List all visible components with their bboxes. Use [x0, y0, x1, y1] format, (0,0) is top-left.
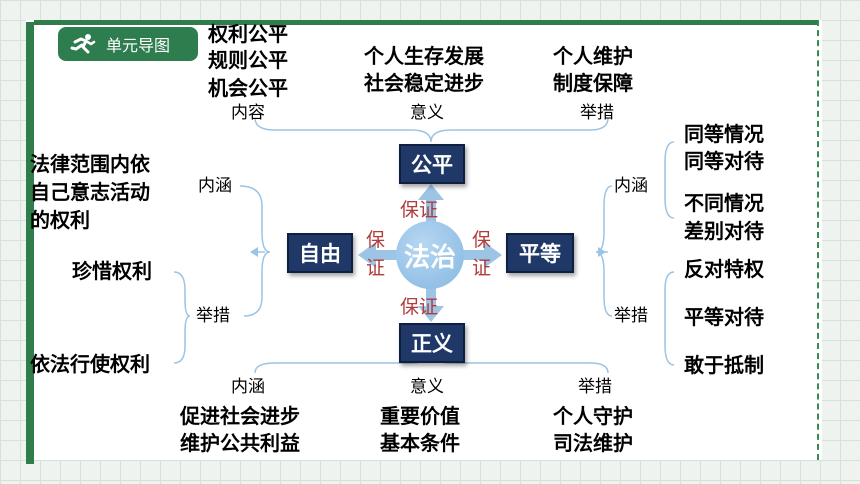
- top-measure-label: 举措: [580, 103, 614, 123]
- top-measure-item-1: 个人维护: [553, 44, 633, 68]
- top-meaning-label: 意义: [410, 103, 444, 123]
- bottom-connotation-label: 内涵: [231, 377, 265, 397]
- right-measure-item-1: 反对特权: [684, 257, 764, 281]
- top-content-item-3: 机会公平: [208, 76, 288, 100]
- top-measure-item-2: 制度保障: [553, 71, 633, 95]
- guarantee-label-right: 保证: [472, 229, 492, 279]
- right-connotation-label: 内涵: [614, 176, 648, 196]
- top-content-item-1: 权利公平: [208, 22, 288, 46]
- center-node-rule-of-law: 法治: [396, 221, 464, 289]
- bottom-measure-item-2: 司法维护: [553, 431, 633, 455]
- bottom-meaning-item-1: 重要价值: [380, 404, 460, 428]
- top-green-bar: [34, 20, 818, 25]
- guarantee-label-bottom: 保证: [400, 296, 439, 318]
- left-connotation-line-3: 的权利: [30, 208, 90, 232]
- bottom-connotation-item-2: 维护公共利益: [180, 431, 300, 455]
- left-connotation-label: 内涵: [198, 176, 232, 196]
- unit-map-title: 单元导图: [106, 36, 171, 55]
- node-justice: 正义: [399, 323, 465, 363]
- left-connotation-line-2: 自己意志活动: [30, 180, 150, 204]
- guarantee-label-left: 保证: [366, 229, 386, 279]
- left-green-bar: [26, 22, 34, 464]
- bottom-connotation-item-1: 促进社会进步: [180, 404, 300, 428]
- unit-map-tab: 单元导图: [58, 27, 198, 61]
- bottom-measure-label: 举措: [578, 377, 612, 397]
- right-connotation-item-2: 同等对待: [684, 149, 764, 173]
- node-fairness: 公平: [399, 144, 465, 184]
- bottom-meaning-label: 意义: [410, 377, 444, 397]
- guarantee-label-top: 保证: [400, 199, 439, 221]
- bottom-measure-item-1: 个人守护: [553, 404, 633, 428]
- top-meaning-item-1: 个人生存发展: [364, 44, 484, 68]
- right-connotation-item-1: 同等情况: [684, 122, 764, 146]
- top-meaning-item-2: 社会稳定进步: [364, 71, 484, 95]
- top-content-item-2: 规则公平: [208, 48, 288, 72]
- right-measure-item-2: 平等对待: [684, 305, 764, 329]
- right-measure-item-3: 敢于抵制: [684, 353, 764, 377]
- node-equality: 平等: [506, 233, 574, 273]
- left-connotation-line-1: 法律范围内依: [30, 152, 150, 176]
- right-connotation-item-4: 差别对待: [684, 219, 764, 243]
- bottom-meaning-item-2: 基本条件: [380, 431, 460, 455]
- left-measure-label: 举措: [196, 306, 230, 326]
- right-measure-label: 举措: [614, 306, 648, 326]
- left-measure-item-1: 珍惜权利: [72, 259, 152, 283]
- runner-icon: [70, 34, 96, 54]
- right-dashed-border: [817, 20, 819, 460]
- left-measure-item-2: 依法行使权利: [30, 352, 150, 376]
- node-freedom: 自由: [287, 233, 353, 273]
- top-content-label: 内容: [231, 103, 265, 123]
- right-connotation-item-3: 不同情况: [684, 191, 764, 215]
